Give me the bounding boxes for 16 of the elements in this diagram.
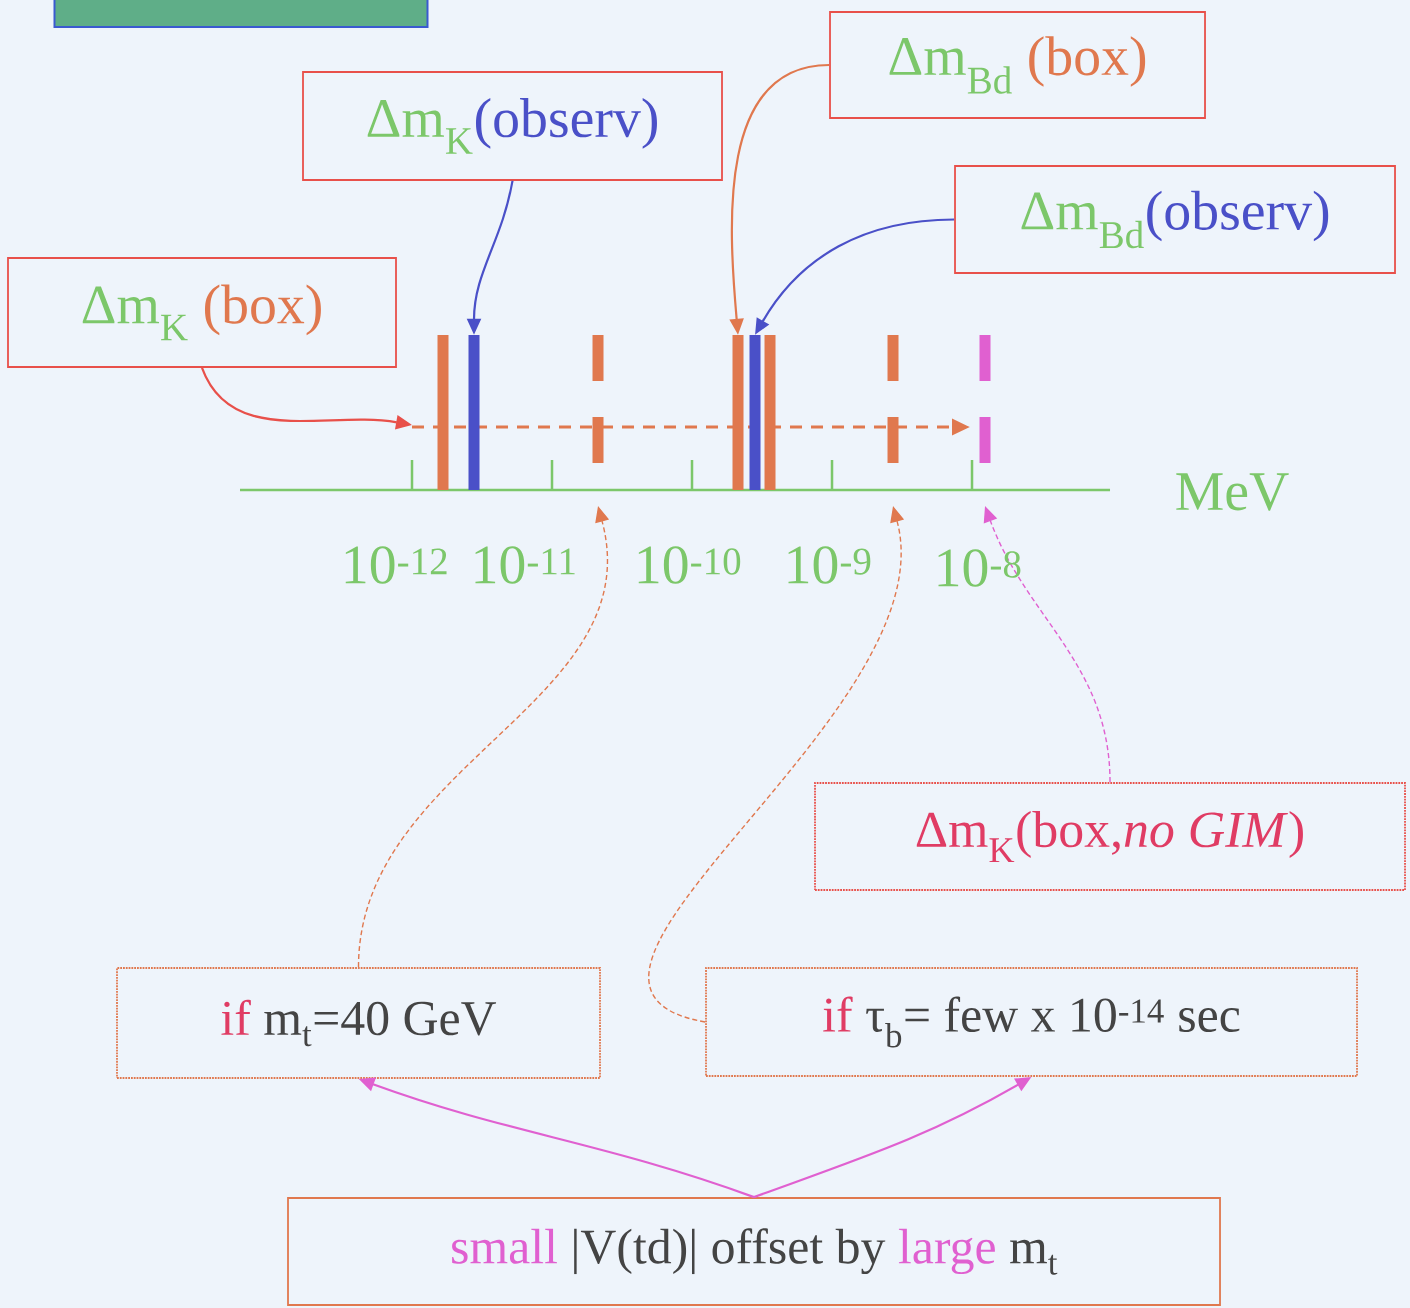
unit-label: MeV: [1176, 473, 1289, 511]
label-box: Δm$_{Bd}$ (box): [829, 11, 1206, 119]
leader-line: [983, 506, 1111, 783]
box: [53, 0, 429, 28]
label-box: if m$_{t}$=40 GeV: [116, 967, 601, 1079]
tick-label: 10$^{-8}$: [938, 549, 1021, 587]
label-box: Δm$_{Bd}$(observ): [954, 165, 1396, 274]
label-box: Δm$_{K}$(box,no GIM): [814, 782, 1406, 891]
tick-label: 10$^{-11}$: [475, 546, 575, 584]
tick-label: 10$^{-9}$: [788, 546, 871, 584]
label-box: if τ$_{b}$= few x 10$^{-14}$ sec: [705, 967, 1358, 1077]
tick-label: 10$^{-10}$: [638, 546, 741, 584]
label-box: Δm$_{K}$(observ): [302, 71, 723, 181]
label-box: small |V(td)| offset by large m$_{t}$: [287, 1197, 1221, 1306]
label-box: Δm$_{K}$ (box): [7, 257, 397, 368]
tick-label: 10$^{-12}$: [345, 546, 447, 584]
